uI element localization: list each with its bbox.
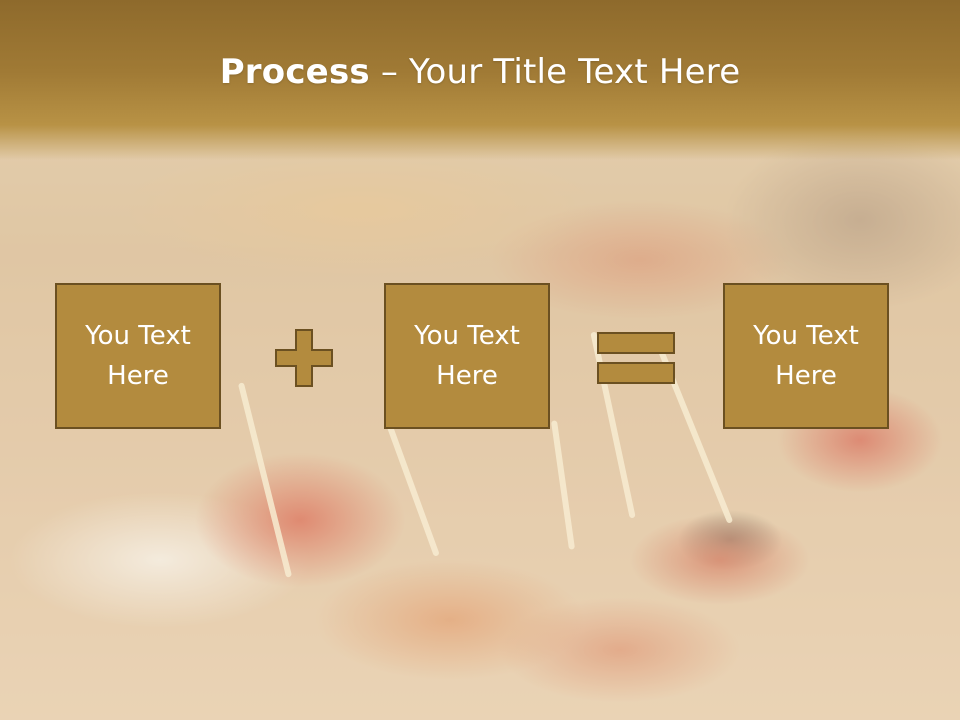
title-band (0, 0, 960, 160)
plus-icon (275, 329, 333, 387)
text-box-3-label: You Text Here (753, 321, 859, 391)
equals-icon (597, 332, 675, 384)
title-strong: Process (219, 52, 370, 92)
text-box-3[interactable]: You Text Here (723, 283, 889, 429)
text-box-1[interactable]: You Text Here (55, 283, 221, 429)
text-box-2[interactable]: You Text Here (384, 283, 550, 429)
title-rest: – Your Title Text Here (369, 52, 741, 92)
text-box-1-label: You Text Here (85, 321, 191, 391)
slide-title[interactable]: Process – Your Title Text Here (0, 52, 960, 92)
text-box-2-label: You Text Here (414, 321, 520, 391)
